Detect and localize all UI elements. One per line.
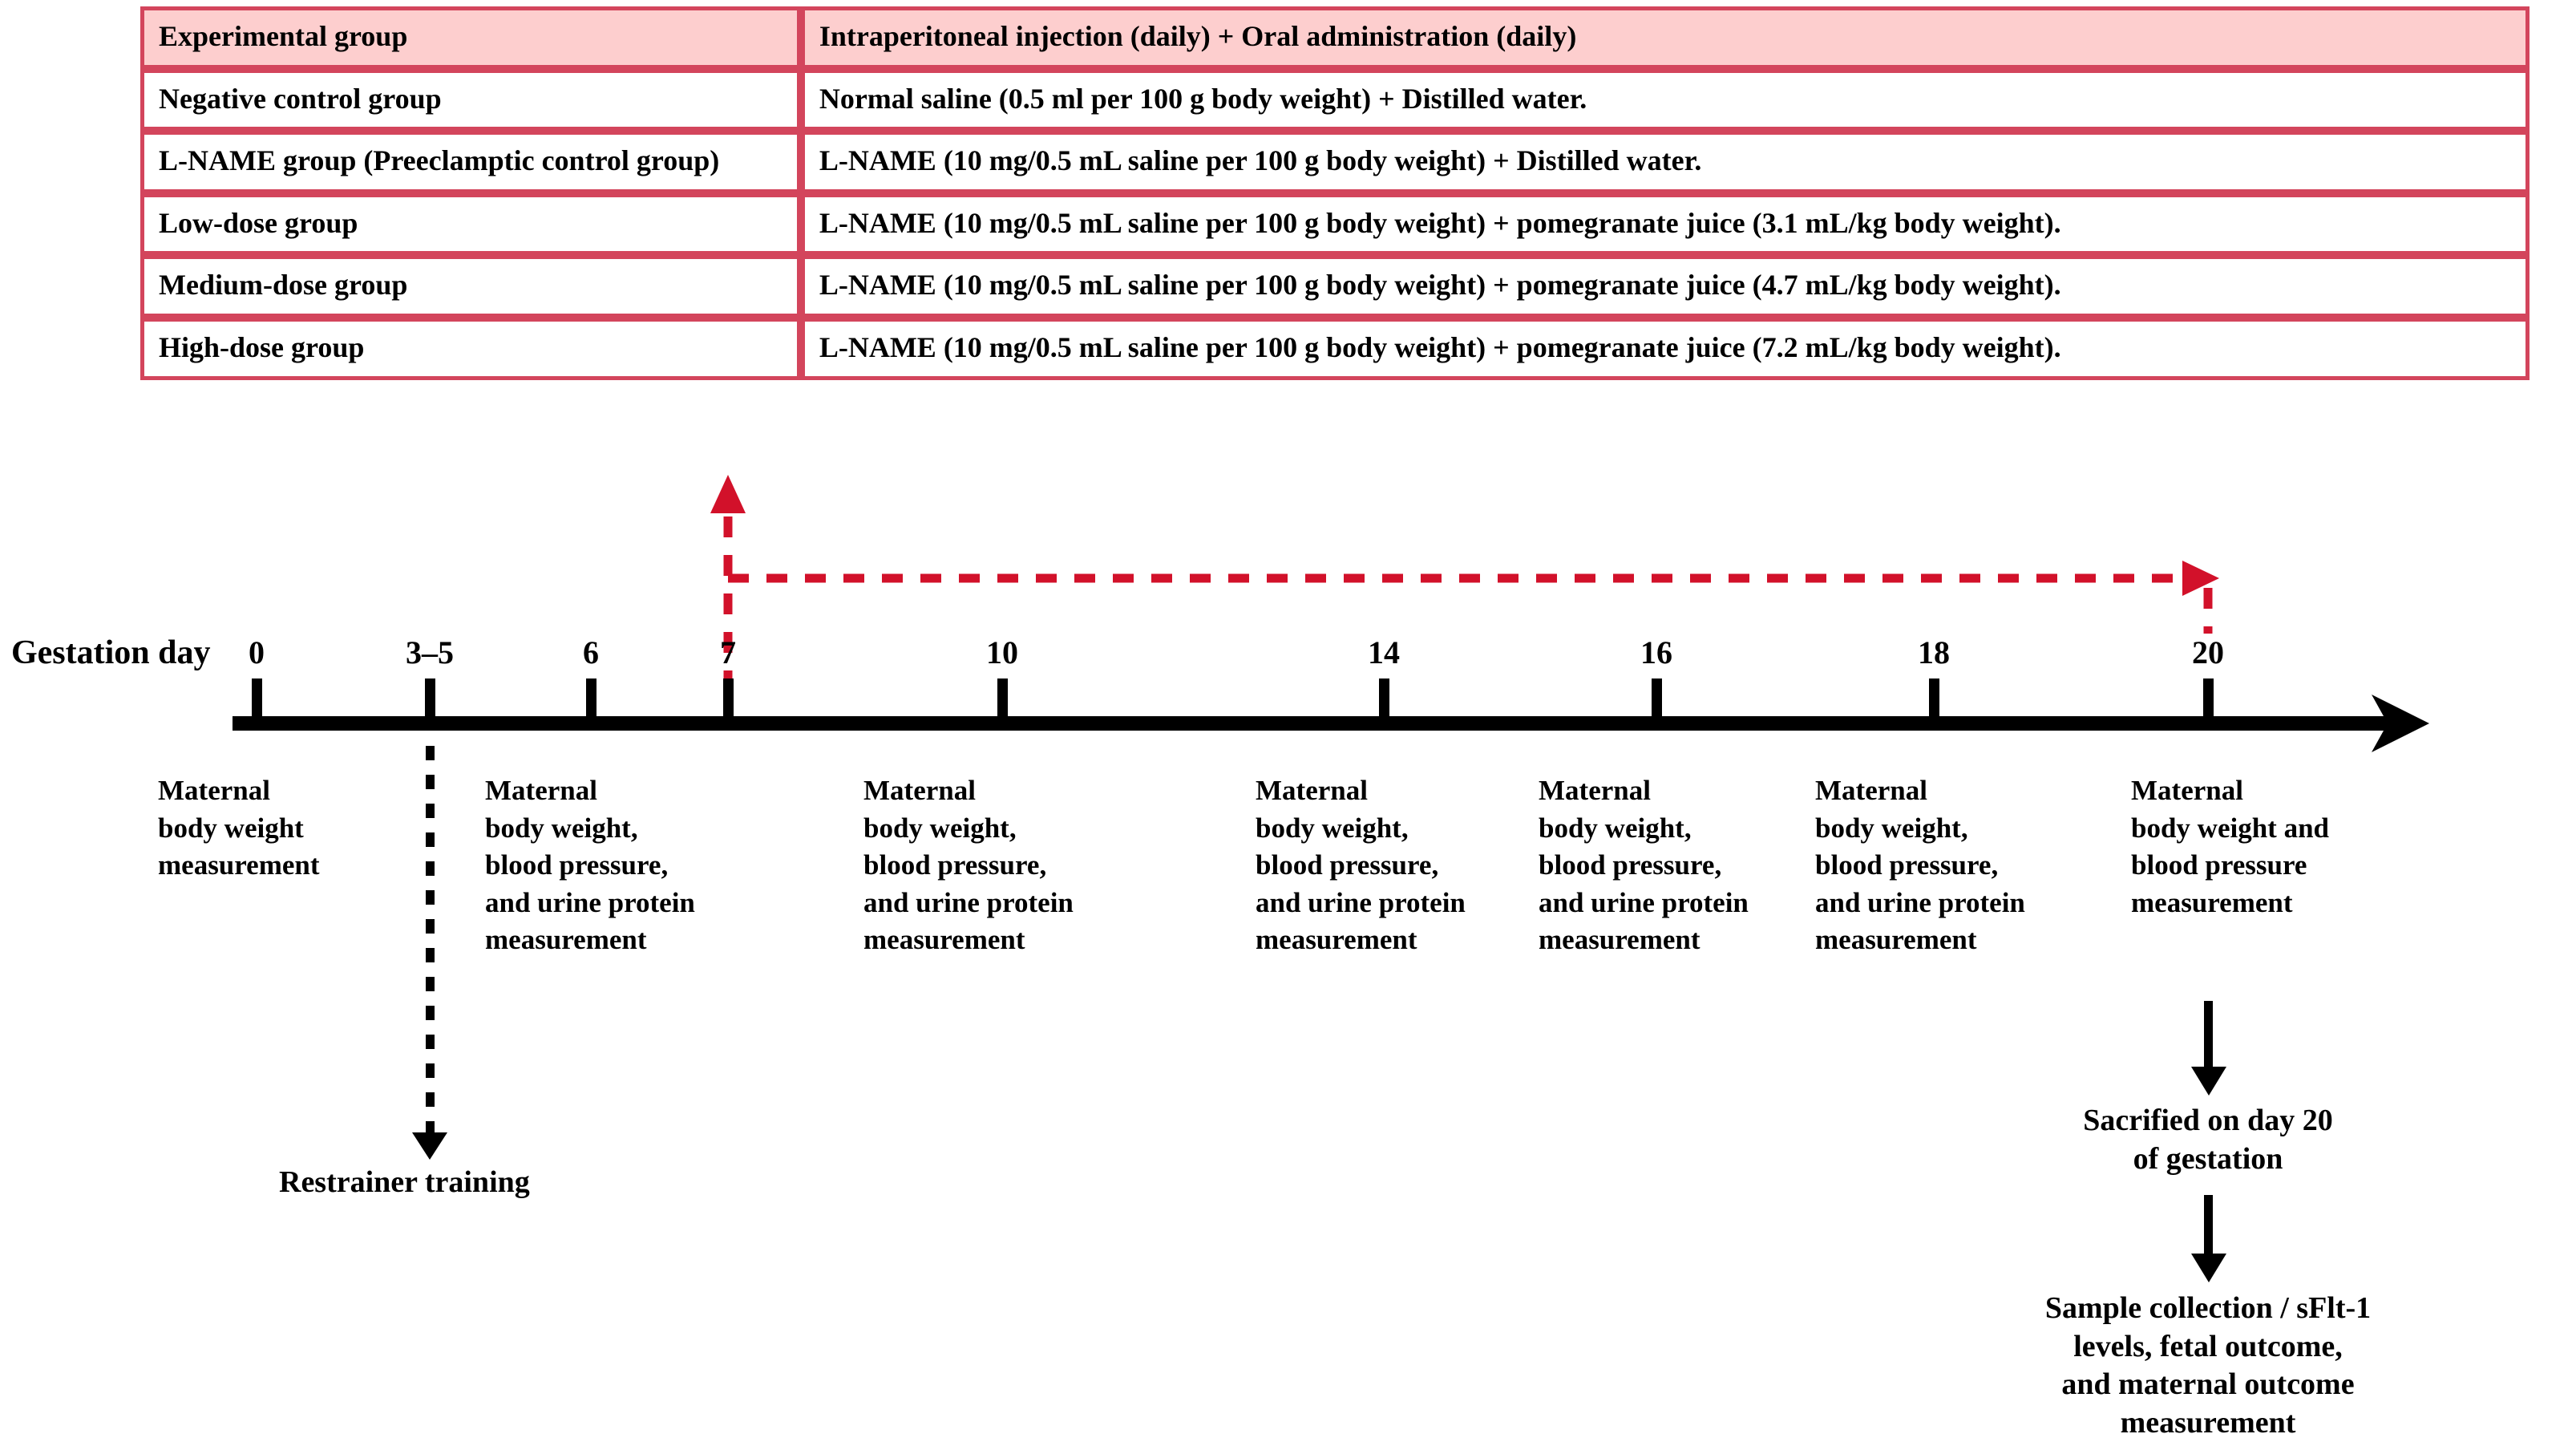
connector-arrow-right-icon <box>2182 561 2219 596</box>
tick-label-10: 10 <box>986 634 1018 670</box>
event-day-20: Maternal body weight and blood pressure … <box>2131 775 2330 918</box>
event-day-10: Maternal body weight, blood pressure, an… <box>863 775 1074 956</box>
timeline-axis <box>233 716 2389 731</box>
sample-arrow-down-icon <box>2191 1254 2226 1282</box>
connector-arrow-up-icon <box>710 475 746 513</box>
tick-18 <box>1929 678 1939 720</box>
sample-collection-label: Sample collection / sFlt-1 levels, fetal… <box>2044 1291 2372 1440</box>
tick-6 <box>586 678 596 720</box>
treatment-negative-control: Normal saline (0.5 ml per 100 g body wei… <box>800 68 2529 132</box>
tick-20 <box>2203 678 2214 720</box>
group-name-negative-control: Negative control group <box>140 68 801 132</box>
column-header-treatment: Intraperitoneal injection (daily) + Oral… <box>800 6 2529 69</box>
table-row: High-dose group L-NAME (10 mg/0.5 mL sal… <box>140 317 2529 380</box>
column-header-group: Experimental group <box>140 6 801 69</box>
tick-label-18: 18 <box>1918 634 1950 670</box>
table-header-row: Experimental group Intraperitoneal injec… <box>140 6 2529 69</box>
treatment-low-dose: L-NAME (10 mg/0.5 mL saline per 100 g bo… <box>800 192 2529 256</box>
tick-10 <box>997 678 1008 720</box>
group-name-medium-dose: Medium-dose group <box>140 255 801 318</box>
event-day-18: Maternal body weight, blood pressure, an… <box>1815 775 2025 956</box>
tick-label-3-5: 3–5 <box>406 634 454 670</box>
tick-label-0: 0 <box>249 634 265 670</box>
tick-label-16: 16 <box>1640 634 1672 670</box>
restrainer-connector <box>426 746 435 1135</box>
event-day-6: Maternal body weight, blood pressure, an… <box>485 775 695 956</box>
group-name-low-dose: Low-dose group <box>140 192 801 256</box>
event-day-16: Maternal body weight, blood pressure, an… <box>1539 775 1749 956</box>
axis-title: Gestation day <box>11 634 211 671</box>
tick-0 <box>252 678 262 720</box>
experimental-design-table: Experimental group Intraperitoneal injec… <box>140 6 2529 380</box>
event-day-0: Maternal body weight measurement <box>158 775 320 881</box>
event-day-14: Maternal body weight, blood pressure, an… <box>1256 775 1466 956</box>
tick-14 <box>1379 678 1389 720</box>
table-row: Medium-dose group L-NAME (10 mg/0.5 mL s… <box>140 255 2529 318</box>
tick-label-7: 7 <box>720 634 736 670</box>
tick-label-20: 20 <box>2192 634 2224 670</box>
tick-3-5 <box>425 678 435 720</box>
tick-label-14: 14 <box>1368 634 1400 670</box>
sacrifice-flow-line <box>2204 1001 2213 1071</box>
table-row: L-NAME group (Preeclamptic control group… <box>140 131 2529 193</box>
sacrifice-label: Sacrified on day 20 of gestation <box>2083 1104 2333 1176</box>
tick-16 <box>1652 678 1662 720</box>
group-name-high-dose: High-dose group <box>140 317 801 380</box>
tick-label-6: 6 <box>583 634 599 670</box>
sample-flow-line <box>2204 1195 2213 1259</box>
restrainer-training-label: Restrainer training <box>279 1165 530 1199</box>
treatment-medium-dose: L-NAME (10 mg/0.5 mL saline per 100 g bo… <box>800 255 2529 318</box>
treatment-high-dose: L-NAME (10 mg/0.5 mL saline per 100 g bo… <box>800 317 2529 380</box>
treatment-lname: L-NAME (10 mg/0.5 mL saline per 100 g bo… <box>800 131 2529 193</box>
table-row: Negative control group Normal saline (0.… <box>140 68 2529 132</box>
sacrifice-arrow-down-icon <box>2191 1067 2226 1096</box>
tick-7 <box>723 678 734 720</box>
restrainer-arrow-down-icon <box>412 1132 447 1160</box>
group-name-lname: L-NAME group (Preeclamptic control group… <box>140 131 801 193</box>
table-row: Low-dose group L-NAME (10 mg/0.5 mL sali… <box>140 192 2529 256</box>
